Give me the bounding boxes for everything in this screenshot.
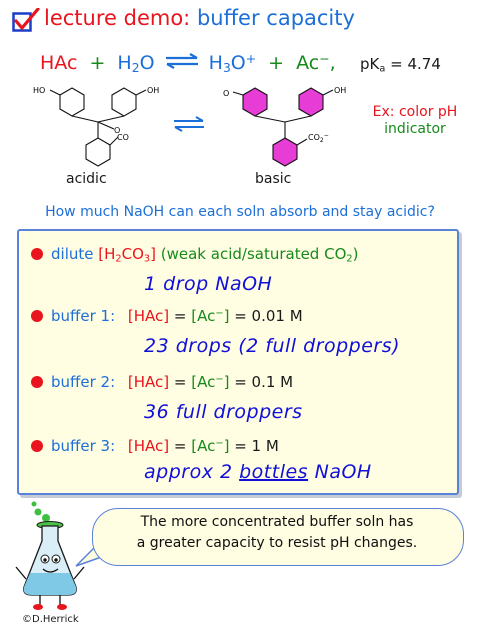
bullet-icon bbox=[31, 310, 43, 322]
flask-mascot-icon bbox=[15, 501, 85, 610]
handwritten-note: 23 drops (2 full droppers) bbox=[144, 335, 401, 357]
list-item-buffer2: buffer 2: [HAc] = [Ac−] = 0.1 M bbox=[31, 373, 293, 391]
handwritten-note: 36 full droppers bbox=[144, 401, 303, 423]
equilibrium-arrows-icon bbox=[165, 53, 198, 70]
basic-structure: O OH CO2− bbox=[223, 86, 346, 167]
eq-water: H2O bbox=[117, 52, 155, 76]
results-panel: dilute [H2CO3] (weak acid/saturated CO2)… bbox=[17, 229, 459, 495]
list-item-buffer1: buffer 1: [HAc] = [Ac−] = 0.01 M bbox=[31, 307, 303, 325]
speech-bubble bbox=[92, 508, 464, 566]
basic-label: basic bbox=[255, 171, 292, 187]
speech-bubble-text: The more concentrated buffer soln has a … bbox=[136, 514, 418, 551]
credit-text: ©D.Herrick bbox=[22, 614, 79, 625]
eq-hac: HAc bbox=[40, 52, 78, 75]
bullet-icon bbox=[31, 440, 43, 452]
acidic-label: acidic bbox=[66, 171, 107, 187]
svg-text:CO: CO bbox=[117, 133, 129, 142]
title-topic: buffer capacity bbox=[196, 6, 355, 30]
svg-text:O: O bbox=[114, 126, 120, 135]
acidic-structure: HO OH O CO bbox=[33, 86, 159, 167]
equilibrium-arrows-small-icon bbox=[174, 116, 204, 132]
handwritten-note: 1 drop NaOH bbox=[144, 273, 273, 295]
example-note: Ex: color pH indicator bbox=[372, 104, 458, 137]
handwritten-note: approx 2 bottles NaOH bbox=[144, 461, 372, 483]
eq-hydronium: H3O+ bbox=[208, 52, 257, 76]
eq-acetate: Ac−, bbox=[296, 52, 336, 75]
svg-text:CO2−: CO2− bbox=[308, 132, 329, 144]
svg-text:OH: OH bbox=[334, 86, 346, 95]
question-text: How much NaOH can each soln absorb and s… bbox=[45, 204, 435, 220]
list-item-buffer3: buffer 3: [HAc] = [Ac−] = 1 M bbox=[31, 437, 279, 455]
pka-value: pKa = 4.74 bbox=[360, 55, 441, 75]
title-prefix: lecture demo: bbox=[44, 6, 191, 30]
page-title: lecture demo: buffer capacity bbox=[44, 6, 355, 30]
list-item-dilute: dilute [H2CO3] (weak acid/saturated CO2) bbox=[31, 245, 358, 264]
svg-text:O: O bbox=[223, 89, 229, 98]
svg-text:HO: HO bbox=[33, 86, 45, 95]
svg-text:OH: OH bbox=[147, 86, 159, 95]
bullet-icon bbox=[31, 248, 43, 260]
checkbox-checked-icon bbox=[12, 8, 40, 32]
equilibrium-equation: HAc + H2O H3O+ + Ac−, bbox=[40, 52, 336, 76]
bullet-icon bbox=[31, 376, 43, 388]
